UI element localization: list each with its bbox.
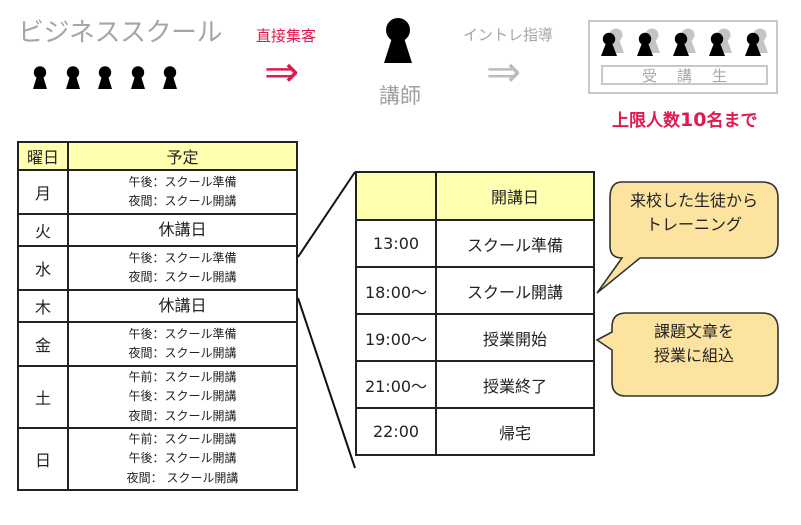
table-row: 木 休講日 xyxy=(17,289,298,323)
plan-cell: 午後：スクール準備夜間：スクール開講 xyxy=(67,245,298,291)
callout-2-line-1: 課題文章を xyxy=(653,322,734,341)
plan-line: 夜間： スクール開講 xyxy=(126,470,239,485)
intro-training-label: イントレ指導 xyxy=(463,26,554,44)
callout-1-line-2: トレーニング xyxy=(645,215,742,234)
day-cell: 日 xyxy=(17,427,69,491)
limit-prefix: 上限人数 xyxy=(612,111,680,131)
school-title: ビジネススクール xyxy=(18,18,223,48)
activity-cell: 授業終了 xyxy=(435,360,595,409)
students-label: 受講生 xyxy=(601,65,768,85)
plan-line: 午前：スクール開講 xyxy=(128,431,237,446)
callout-2-line-2: 授業に組込 xyxy=(653,346,734,365)
time-cell: 22:00 xyxy=(355,407,437,456)
plan-cell: 午前：スクール開講午後：スクール開講夜間： スクール開講 xyxy=(67,427,298,491)
person-icon xyxy=(160,66,180,90)
limit-number: 10 xyxy=(680,109,707,131)
activity-cell: 帰宅 xyxy=(435,407,595,456)
table-row: 水午後：スクール準備夜間：スクール開講 xyxy=(17,245,298,291)
table-row: 21:00～授業終了 xyxy=(355,360,595,409)
school-people-row xyxy=(30,66,180,90)
callout-1-text: 来校した生徒から トレーニング xyxy=(614,189,774,237)
students-icons xyxy=(596,27,776,63)
day-cell: 月 xyxy=(17,169,69,215)
plan-line: 休講日 xyxy=(158,296,207,316)
day-cell: 火 xyxy=(17,213,69,247)
header-plan: 予定 xyxy=(67,141,298,171)
table-row: 19:00～授業開始 xyxy=(355,313,595,362)
person-icon xyxy=(128,66,148,90)
double-arrow-right-icon: ⇒ xyxy=(264,47,300,96)
table-row: 金午後：スクール準備夜間：スクール開講 xyxy=(17,321,298,367)
table-row: 18:00～スクール開講 xyxy=(355,266,595,315)
plan-cell: 休講日 xyxy=(67,289,298,323)
header-opening-day: 開講日 xyxy=(435,171,595,221)
student-icon xyxy=(601,32,761,56)
day-cell: 金 xyxy=(17,321,69,367)
person-icon xyxy=(95,66,115,90)
time-cell: 13:00 xyxy=(355,219,437,268)
time-cell: 19:00～ xyxy=(355,313,437,362)
day-cell: 水 xyxy=(17,245,69,291)
callout-1-line-1: 来校した生徒から xyxy=(629,191,758,210)
plan-line: 午後：スクール開講 xyxy=(128,389,237,404)
plan-cell: 午前：スクール開講午後：スクール開講夜間：スクール開講 xyxy=(67,365,298,429)
plan-line: 午後：スクール準備 xyxy=(128,326,237,341)
plan-line: 夜間：スクール開講 xyxy=(128,270,237,284)
person-icon xyxy=(30,66,50,90)
day-cell: 土 xyxy=(17,365,69,429)
plan-line: 夜間：スクール開講 xyxy=(128,194,237,208)
table-row: 日午前：スクール開講午後：スクール開講夜間： スクール開講 xyxy=(17,427,298,491)
double-arrow-right-icon: ⇒ xyxy=(486,47,522,96)
header-time xyxy=(355,171,437,221)
connector-line-bottom xyxy=(297,297,356,469)
table-row: 月午後：スクール準備夜間：スクール開講 xyxy=(17,169,298,215)
students-group-box xyxy=(588,20,778,94)
table-row: 土午前：スクール開講午後：スクール開講夜間：スクール開講 xyxy=(17,365,298,429)
plan-line: 夜間：スクール開講 xyxy=(128,346,237,360)
plan-line: 午後：スクール準備 xyxy=(128,174,237,189)
weekly-schedule-table: 曜日 予定 月午後：スクール準備夜間：スクール開講火休講日水午後：スクール準備夜… xyxy=(17,141,298,491)
time-cell: 18:00～ xyxy=(355,266,437,315)
capacity-limit-text: 上限人数10名まで xyxy=(612,106,757,131)
instructor-icon xyxy=(380,18,416,68)
table-row: 火 休講日 xyxy=(17,213,298,247)
limit-suffix: 名まで xyxy=(706,111,758,131)
student-shadow-icon xyxy=(608,28,768,53)
table-header-row: 開講日 xyxy=(355,171,595,221)
activity-cell: 授業開始 xyxy=(435,313,595,362)
connector-line-top xyxy=(297,171,356,258)
plan-line: 午後：スクール開講 xyxy=(128,451,237,466)
person-icon xyxy=(63,66,83,90)
plan-line: 夜間：スクール開講 xyxy=(128,408,237,423)
plan-cell: 午後：スクール準備夜間：スクール開講 xyxy=(67,321,298,367)
plan-cell: 午後：スクール準備夜間：スクール開講 xyxy=(67,169,298,215)
table-header-row: 曜日 予定 xyxy=(17,141,298,171)
activity-cell: スクール準備 xyxy=(435,219,595,268)
plan-line: 休講日 xyxy=(158,220,207,240)
plan-line: 午前：スクール開講 xyxy=(128,369,237,384)
instructor-label: 講師 xyxy=(379,84,421,108)
direct-recruit-label: 直接集客 xyxy=(256,27,317,45)
day-cell: 木 xyxy=(17,289,69,323)
plan-line: 午後：スクール準備 xyxy=(128,250,237,265)
plan-cell: 休講日 xyxy=(67,213,298,247)
activity-cell: スクール開講 xyxy=(435,266,595,315)
callout-2-text: 課題文章を 授業に組込 xyxy=(614,320,774,368)
header-day: 曜日 xyxy=(17,141,69,171)
time-cell: 21:00～ xyxy=(355,360,437,409)
